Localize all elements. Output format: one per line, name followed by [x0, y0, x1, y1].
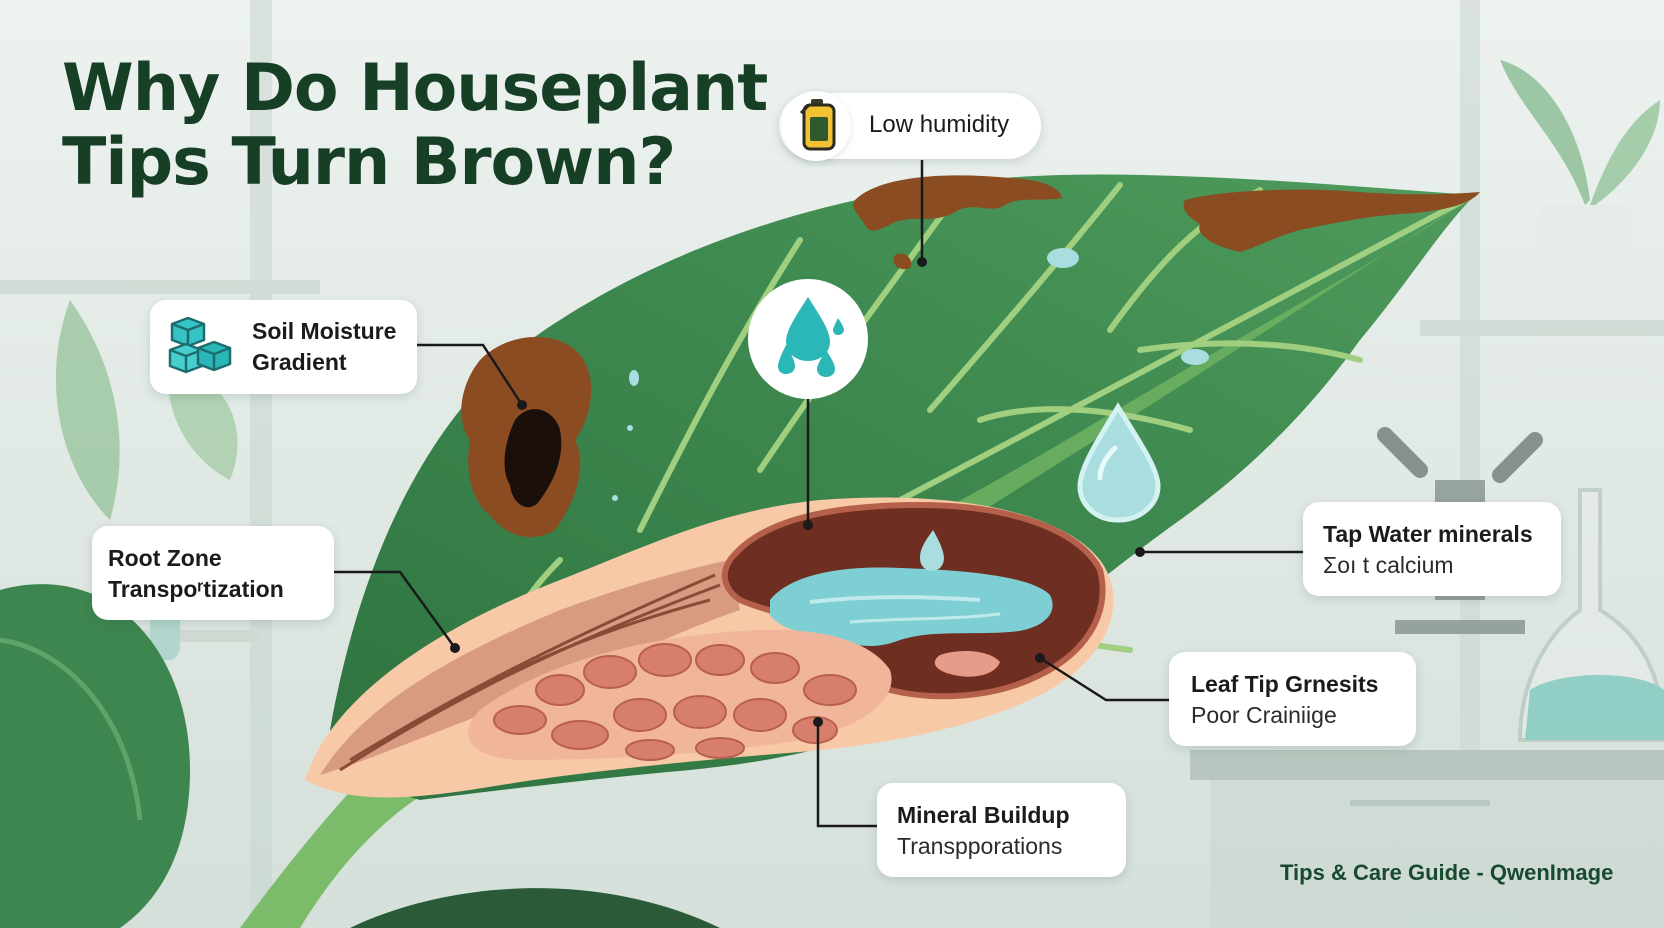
- title-line-1: Why Do Houseplant: [62, 51, 768, 126]
- leaf-droplets: [612, 248, 1209, 501]
- page-title: Why Do Houseplant Tips Turn Brown?: [62, 51, 768, 200]
- footer-credit: Tips & Care Guide - QwenImage: [1280, 860, 1614, 885]
- water-drops-icon: [748, 279, 868, 399]
- callout-low-humidity-label: Low humidity: [869, 111, 1010, 138]
- callout-low-humidity: Low humidity: [779, 91, 1041, 161]
- callout-soil-moisture: Soil Moisture Gradient: [150, 300, 417, 394]
- foreground-leaf: [0, 584, 190, 928]
- callout-soil-moisture-subtitle: Gradient: [252, 349, 347, 375]
- callout-mineral-buildup-subtitle: Transpporations: [897, 833, 1063, 859]
- callout-leaf-tip-subtitle: Poor Crainiige: [1191, 702, 1337, 728]
- callout-root-zone-title: Root Zone: [108, 545, 222, 571]
- callout-tap-water-subtitle: Σoı t calcium: [1323, 552, 1454, 578]
- callout-leaf-tip: Leaf Tip Grnesits Poor Crainiige: [1169, 652, 1416, 746]
- cubes-icon: [168, 316, 232, 374]
- leaf-stem: [240, 760, 430, 928]
- brown-tip-damage: [461, 175, 1480, 538]
- callout-root-zone-subtitle: Transpoʳtization: [108, 576, 284, 602]
- callout-leaders: [334, 160, 1303, 828]
- icon-holder: [166, 314, 236, 385]
- leaf-cross-section: [305, 497, 1114, 798]
- callout-tap-water-title: Tap Water minerals: [1323, 521, 1533, 547]
- callout-soil-moisture-title: Soil Moisture: [252, 318, 397, 344]
- icon-badge: [781, 91, 851, 161]
- title-line-2: Tips Turn Brown?: [62, 125, 676, 200]
- water-drop-icon: [1077, 402, 1161, 523]
- callout-mineral-buildup-title: Mineral Buildup: [897, 802, 1070, 828]
- leader-dots: [450, 257, 1145, 727]
- callout-root-zone: Root Zone Transpoʳtization: [92, 526, 334, 620]
- callout-mineral-buildup: Mineral Buildup Transpporations: [877, 783, 1126, 877]
- callout-leaf-tip-title: Leaf Tip Grnesits: [1191, 671, 1379, 697]
- callout-tap-water: Tap Water minerals Σoı t calcium: [1303, 502, 1561, 596]
- jerrycan-icon: [799, 99, 836, 151]
